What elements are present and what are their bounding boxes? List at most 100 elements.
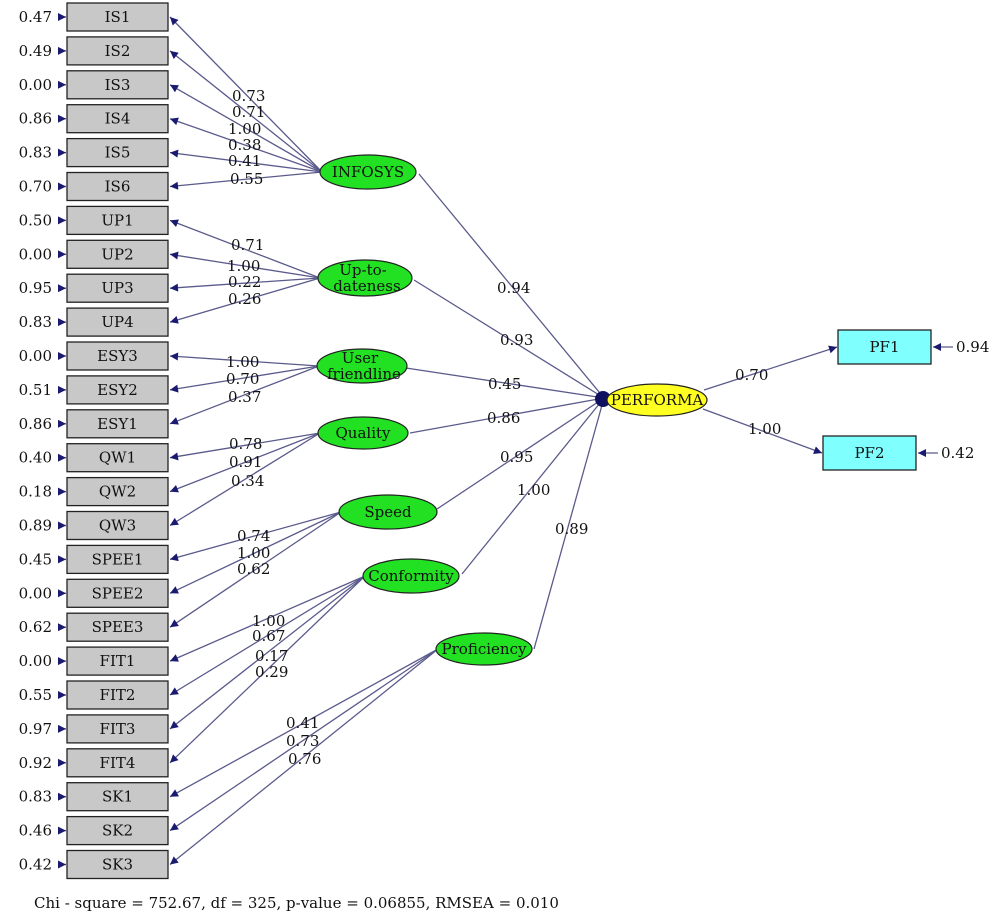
path-coefficient: 1.00 — [517, 481, 550, 499]
latent-label-line2: dateness — [333, 277, 400, 295]
loading-value: 0.38 — [228, 136, 261, 154]
indicator-label: FIT3 — [100, 720, 136, 738]
indicator-box-esy3 — [66, 341, 169, 371]
loading-line-sk3 — [169, 648, 439, 866]
indicator-box-fit2 — [66, 680, 169, 710]
path-coefficient: 0.94 — [497, 279, 530, 297]
indicator-box-qw3 — [66, 510, 169, 541]
error-variance: 0.89 — [19, 517, 52, 535]
error-variance: 0.83 — [19, 144, 52, 162]
structural-path-user — [405, 367, 605, 399]
latent-label: Speed — [364, 503, 412, 521]
indicator-box-fit3 — [66, 714, 169, 744]
outcome-arrow-junction — [595, 391, 611, 407]
loading-value: 0.78 — [229, 435, 262, 453]
indicator-label: ESY2 — [97, 381, 138, 399]
indicator-box-up1 — [66, 205, 169, 236]
loading-value: 0.67 — [252, 627, 285, 645]
coefficient-labels: 0.47 0.73 0.49 0.71 0.00 1.00 0.86 0.38 0.83 0.41… — [19, 8, 990, 874]
error-variance: 0.00 — [19, 245, 52, 263]
path-coefficient: 0.93 — [500, 331, 533, 349]
loading-line-spee1 — [169, 511, 342, 562]
indicator-label: UP2 — [101, 245, 133, 263]
error-variance: 0.00 — [19, 76, 52, 94]
loading-value: 0.73 — [286, 732, 319, 750]
loading-line-fit1 — [169, 575, 366, 662]
loading-value: 0.26 — [228, 290, 261, 308]
error-variance: 0.49 — [19, 42, 52, 60]
indicator-box-up2 — [66, 239, 169, 269]
error-variance: 0.47 — [19, 8, 52, 26]
loading-value: 0.71 — [231, 236, 264, 254]
latent-label: Quality — [336, 424, 392, 442]
latent-label-line1: Up-to- — [339, 261, 386, 279]
loading-value: 1.00 — [227, 257, 260, 275]
indicator-box-is1 — [66, 2, 169, 32]
latent-proficiency — [435, 632, 533, 666]
indicator-box-spee3 — [66, 612, 169, 642]
indicator-box-fit1 — [66, 646, 169, 676]
error-variance: 0.70 — [19, 178, 52, 196]
loading-line-is5 — [169, 149, 323, 173]
path-lines — [58, 13, 953, 869]
indicator-label: FIT2 — [100, 686, 136, 704]
indicator-label: ESY3 — [97, 347, 138, 365]
error-variance: 0.92 — [19, 754, 52, 772]
indicator-label: ESY1 — [97, 415, 138, 433]
path-coefficient: 0.89 — [555, 520, 588, 538]
indicator-box-is3 — [66, 70, 169, 100]
loading-line-up4 — [169, 277, 321, 324]
indicator-box-esy1 — [66, 409, 169, 439]
indicator-box-is4 — [66, 104, 169, 134]
loading-value: 1.00 — [237, 544, 270, 562]
loading-value: 0.41 — [228, 152, 261, 170]
loading-value: 0.91 — [229, 453, 262, 471]
loading-line-up1 — [169, 219, 321, 279]
loading-line-fit4 — [169, 575, 366, 764]
loading-line-up2 — [169, 251, 321, 279]
error-variance: 0.86 — [19, 110, 52, 128]
indicator-box-spee2 — [66, 578, 169, 608]
indicator-label: UP3 — [101, 279, 133, 297]
structural-path-conformity — [461, 397, 605, 575]
loading-value: 0.55 — [230, 170, 263, 188]
path-coefficient: 0.86 — [487, 409, 520, 427]
loading-line-esy3 — [169, 352, 320, 367]
loading-value: 0.37 — [228, 388, 261, 406]
error-variance: 0.42 — [19, 856, 52, 874]
loading-value: 0.17 — [255, 647, 288, 665]
loading-line-sk1 — [169, 648, 439, 798]
error-variance: 0.00 — [19, 652, 52, 670]
indicator-label: IS1 — [105, 8, 131, 26]
indicator-label: IS2 — [105, 42, 131, 60]
structural-path-quality — [409, 397, 605, 434]
loading-line-is1 — [169, 16, 323, 173]
loading-line-spee2 — [169, 511, 342, 594]
indicator-label: QW1 — [99, 449, 136, 467]
structural-path-speed — [436, 397, 605, 510]
loading-value: 0.22 — [228, 273, 261, 291]
outcome-performa — [606, 383, 708, 417]
latent-speed — [338, 494, 438, 530]
path-coefficient: 0.45 — [488, 375, 521, 393]
indicator-box-sk2 — [66, 815, 169, 846]
error-variance: 0.83 — [19, 313, 52, 331]
error-variance: 0.95 — [19, 279, 52, 297]
loading-line-is6 — [169, 171, 323, 190]
error-variance: 0.94 — [956, 338, 989, 356]
latent-quality — [317, 416, 409, 450]
fit-statistics: Chi - square = 752.67, df = 325, p-value… — [34, 894, 559, 912]
indicator-label: SK2 — [102, 822, 133, 840]
error-variance: 0.51 — [19, 381, 52, 399]
loading-value: 0.62 — [237, 560, 270, 578]
loading-line-qw1 — [169, 432, 321, 461]
error-variance: 0.50 — [19, 211, 52, 229]
loading-value: 1.00 — [228, 120, 261, 138]
error-variance: 0.46 — [19, 822, 52, 840]
error-variance: 0.62 — [19, 618, 52, 636]
loading-line-qw3 — [169, 432, 321, 527]
diagram-nodes: IS1IS2IS3IS4IS5IS6UP1UP2UP3UP4ESY3ESY2ES… — [66, 2, 932, 880]
indicator-label: PF2 — [854, 444, 884, 462]
indicator-box-qw1 — [66, 443, 169, 473]
